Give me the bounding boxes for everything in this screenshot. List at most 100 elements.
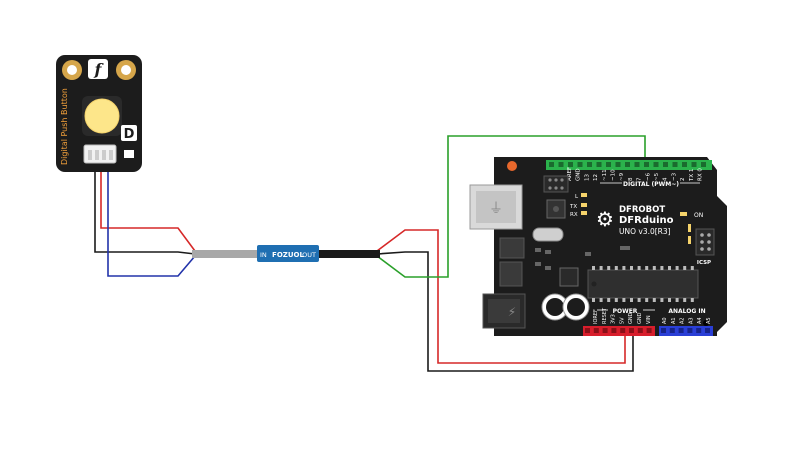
power-label: POWER	[613, 308, 638, 315]
digital-pin-label: ~10	[611, 169, 617, 181]
atmega-chip	[587, 269, 699, 299]
crystal	[532, 227, 564, 242]
power-pin-label: VIN	[646, 315, 652, 324]
analog-pin-label: A5	[706, 317, 712, 324]
power-pin-label: GND	[637, 312, 643, 324]
splitter-a	[192, 250, 198, 258]
digital-pin-label: ~9	[619, 172, 625, 181]
analog-pin-label: A2	[680, 317, 686, 324]
digital-pin-hole	[653, 162, 659, 167]
digital-badge: D	[124, 127, 135, 142]
digital-pin-label: 13	[584, 174, 590, 181]
digital-pin-label: AREF	[567, 167, 573, 181]
digital-pin-hole	[691, 162, 697, 167]
power-header	[583, 326, 655, 336]
power-pin-hole	[611, 328, 617, 333]
digital-pin-hole	[663, 162, 668, 167]
analog-pin-hole	[669, 328, 675, 333]
power-pin-label: 3V3	[611, 314, 617, 324]
digital-pin-hole	[615, 162, 621, 167]
analog-pin-hole	[705, 328, 710, 333]
digital-pin-label: 12	[593, 174, 599, 181]
digital-pin-label: 2	[680, 178, 686, 182]
tx-led-label: TX	[569, 204, 577, 210]
splitter-b	[375, 250, 380, 258]
wires	[94, 135, 646, 372]
digital-pin-label: 8	[628, 177, 634, 181]
power-pin-label: RESET	[602, 307, 608, 324]
digital-pin-hole	[606, 162, 611, 167]
cable-grey	[195, 250, 257, 258]
digital-badge-bg	[121, 125, 137, 141]
digital-pin-label: 4	[663, 177, 669, 181]
digital-pin-hole	[634, 162, 640, 167]
digital-label: DIGITAL (PWM~)	[623, 181, 679, 188]
digital-pin-label: ~6	[645, 172, 651, 181]
digital-pin-label: 7	[637, 177, 643, 181]
connector-in-label: IN	[260, 251, 267, 259]
on-led-label: ON	[694, 212, 703, 219]
power-pin-hole	[620, 328, 626, 333]
icsp2-header	[543, 175, 569, 193]
wire-black-board	[376, 251, 634, 372]
gear-logo-icon: ⚙	[596, 207, 614, 231]
board-model: DFRduino	[619, 215, 674, 226]
analog-pin-label: A4	[697, 317, 703, 324]
module-label: Digital Push Button	[60, 88, 69, 165]
power-pin-hole	[585, 328, 590, 333]
module-logo: f	[94, 60, 105, 79]
icsp-label: ICSP	[697, 260, 711, 266]
digital-pin-hole	[558, 162, 564, 167]
power-pin-hole	[646, 328, 652, 333]
icsp-header	[695, 228, 715, 256]
digital-pin-label: TX 1	[689, 169, 695, 182]
digital-pin-label: ~3	[671, 172, 677, 181]
usb-icon: ⏚	[489, 201, 503, 217]
digital-pin-label: ~11	[602, 169, 608, 181]
analog-label: ANALOG IN	[668, 308, 705, 315]
digital-pin-hole	[577, 162, 583, 167]
analog-pin-label: A1	[671, 317, 677, 324]
rx-led-label: RX	[570, 212, 578, 218]
power-pin-hole	[637, 328, 643, 333]
button-cap	[84, 98, 120, 134]
digital-pin-label: RX 0	[698, 168, 704, 181]
power-jack-icon: ⚡	[508, 305, 516, 319]
digital-pin-hole	[672, 162, 678, 167]
digital-pin-hole	[701, 162, 706, 167]
power-pin-hole	[629, 328, 634, 333]
digital-pin-hole	[568, 162, 573, 167]
digital-pin-hole	[549, 162, 554, 167]
analog-pin-hole	[687, 328, 693, 333]
board-version: UNO v3.0[R3]	[619, 227, 671, 236]
digital-pin-label: GND	[576, 168, 582, 181]
digital-pin-hole	[625, 162, 630, 167]
connector-brand: FOZUOL	[272, 251, 304, 259]
connector-out-label: OUT	[302, 251, 316, 259]
power-pin-hole	[593, 328, 599, 333]
analog-pin-label: A0	[662, 317, 668, 324]
push-button-module: f Digital Push Button D	[56, 55, 142, 172]
wire-blue-module	[107, 163, 196, 277]
connector-body	[257, 245, 319, 262]
wire-red-module	[100, 163, 196, 252]
power-pin-label: 5V	[619, 317, 625, 324]
wire-black-module	[94, 163, 196, 255]
power-pin-hole	[602, 328, 608, 333]
module-logo-bg	[88, 59, 108, 79]
analog-pin-hole	[696, 328, 702, 333]
analog-pin-hole	[661, 328, 666, 333]
analog-pin-label: A3	[688, 317, 694, 324]
inline-connector: IN FOZUOL OUT	[195, 245, 378, 262]
analog-header	[659, 326, 713, 336]
board-brand: DFROBOT	[619, 205, 665, 215]
wire-red-board	[376, 229, 626, 364]
digital-pin-hole	[587, 162, 592, 167]
digital-pin-hole	[644, 162, 649, 167]
analog-pin-hole	[678, 328, 684, 333]
